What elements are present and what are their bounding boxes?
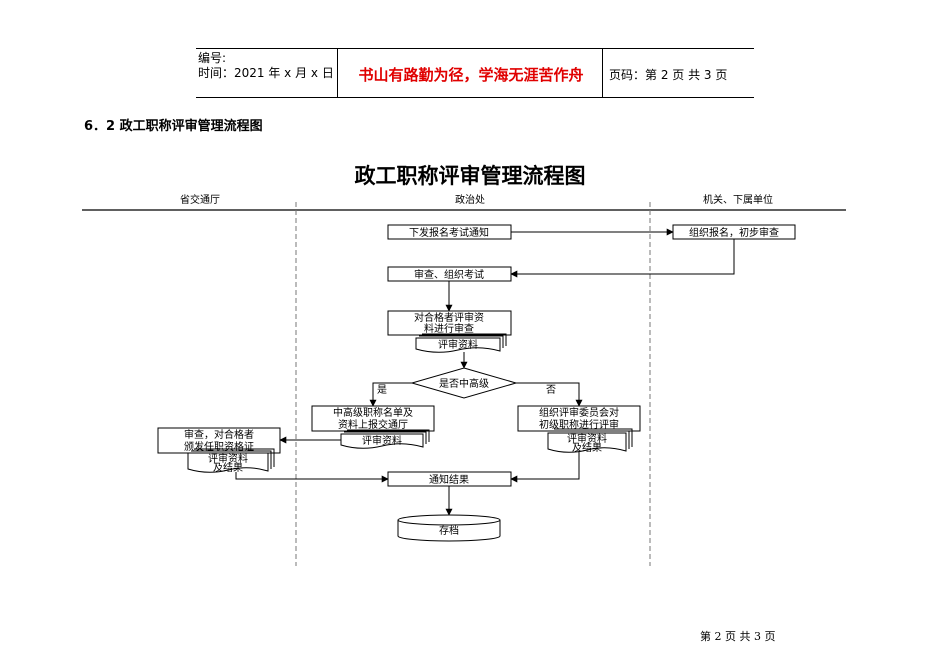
doc4-shadow <box>194 448 275 467</box>
node-decision-label: 是否中高级 <box>439 377 489 390</box>
node-doc3-line1: 评审资料 <box>567 432 607 445</box>
node-department-line1: 审查，对合格者 <box>184 428 254 441</box>
node-doc4-line2: 及结果 <box>213 461 243 474</box>
node-department-line2: 颁发任职资格证 <box>184 440 254 453</box>
node-doc1 <box>415 337 501 353</box>
node-archive <box>397 520 501 542</box>
document-number: 编号: <box>198 51 227 65</box>
node-doc3-line2: 及结果 <box>572 441 602 454</box>
doc3-shadow <box>551 430 630 449</box>
page-footer: 第 2 页 共 3 页 <box>700 630 776 643</box>
node-archive-top <box>397 514 501 526</box>
lane-label: 政治处 <box>455 193 485 206</box>
node-committee-line1: 组织评审委员会对 <box>539 406 619 419</box>
doc1-shadow <box>422 333 507 346</box>
decision-yes-label: 是 <box>377 384 387 396</box>
node-mid-senior-line1: 中高级职称名单及 <box>333 406 413 419</box>
node-doc3 <box>547 432 627 453</box>
node-review-qualified <box>387 310 512 336</box>
node-doc2-label: 评审资料 <box>362 434 402 447</box>
flowchart-title: 政工职称评审管理流程图 <box>355 163 586 188</box>
header-motto: 书山有路勤为径，学海无涯苦作舟 <box>358 66 584 84</box>
page-header: 编号: 时间：2021 年 x 月 x 日 书山有路勤为径，学海无涯苦作舟 页码… <box>196 48 754 98</box>
node-committee-line2: 初级职称进行评审 <box>539 418 619 431</box>
header-divider <box>337 49 338 97</box>
decision-no-label: 否 <box>546 384 556 396</box>
node-doc4 <box>187 452 269 473</box>
node-mid-senior-line2: 资料上报交通厅 <box>338 418 408 431</box>
node-notify-label: 通知结果 <box>429 473 469 486</box>
section-heading: 6．2 政工职称评审管理流程图 <box>84 119 263 134</box>
node-doc4-line1: 评审资料 <box>208 452 248 465</box>
doc1-shadow <box>419 335 504 348</box>
node-archive-label: 存档 <box>439 524 459 537</box>
node-decision <box>410 367 518 399</box>
doc2-shadow <box>344 431 427 444</box>
lane-label: 机关、下属单位 <box>703 193 773 206</box>
node-review-qualified-line2: 料进行审查 <box>424 322 474 335</box>
node-review-exam-label: 审查、组织考试 <box>414 268 484 281</box>
doc4-shadow <box>191 450 272 469</box>
node-review-qualified-line1: 对合格者评审资 <box>414 311 484 324</box>
node-mid-senior <box>311 405 435 432</box>
node-doc2 <box>340 433 424 449</box>
connectors <box>235 228 735 516</box>
header-page-number: 页码：第 2 页 共 3 页 <box>609 68 728 82</box>
header-meta: 编号: 时间：2021 年 x 月 x 日 <box>198 51 334 81</box>
header-divider <box>602 49 603 97</box>
node-register-label: 组织报名，初步审查 <box>689 226 779 239</box>
lane-label: 省交通厅 <box>180 193 220 206</box>
doc3-shadow <box>554 428 633 447</box>
document-time: 时间：2021 年 x 月 x 日 <box>198 66 334 80</box>
node-doc1-label: 评审资料 <box>438 338 478 351</box>
node-notice-label: 下发报名考试通知 <box>409 226 489 239</box>
doc2-shadow <box>347 429 430 442</box>
